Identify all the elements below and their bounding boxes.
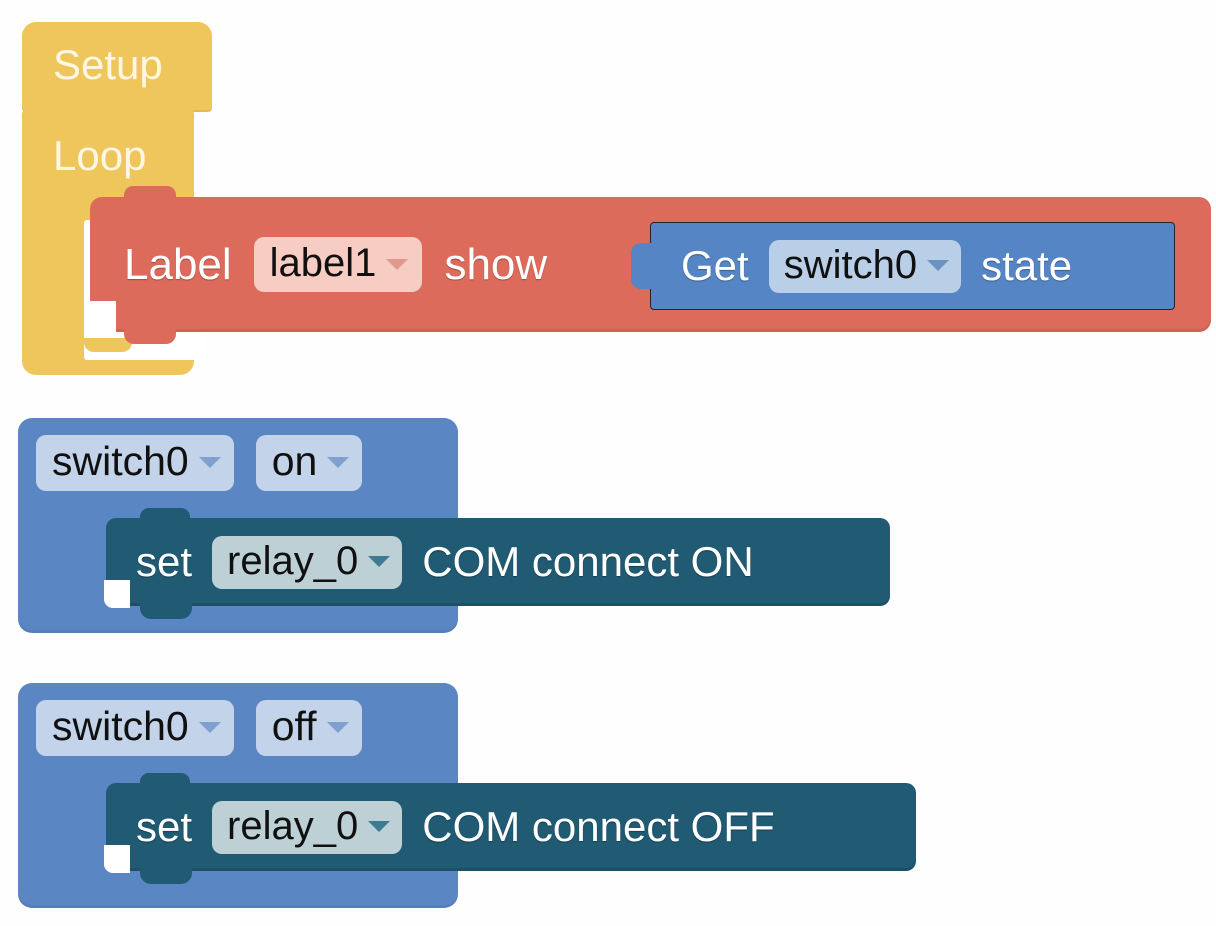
chevron-down-icon [326, 722, 349, 733]
set-relay-on-block[interactable]: set relay_0 COM connect ON [104, 508, 890, 619]
get-state-suffix-text: state [981, 242, 1073, 289]
loop-block-label: Loop [53, 132, 147, 179]
switch-on-state-dropdown[interactable]: on [255, 435, 363, 491]
switch-off-event-block[interactable]: switch0 off set relay_0 COM connect OFF [18, 683, 916, 908]
switch-on-header-row: switch0 on [36, 435, 363, 491]
get-state-left-plug [631, 243, 653, 289]
set-relay-on-target-dropdown[interactable]: relay_0 [212, 535, 403, 589]
switch-on-target-dropdown[interactable]: switch0 [36, 435, 234, 491]
set-relay-on-top-notch [140, 508, 190, 521]
label-block-row: Label label1 show [124, 197, 547, 332]
label-name-dropdown-value: label1 [269, 241, 377, 285]
chevron-down-icon [198, 722, 221, 733]
switch-off-state-dropdown-value: off [271, 703, 317, 749]
setup-block[interactable]: Setup [22, 22, 212, 112]
switch-off-header-row: switch0 off [36, 700, 362, 756]
set-relay-off-suffix-text: COM connect OFF [422, 803, 775, 850]
switch-on-state-dropdown-value: on [271, 438, 318, 484]
label-name-dropdown[interactable]: label1 [253, 237, 423, 292]
chevron-down-icon [327, 457, 350, 468]
switch-on-event-block[interactable]: switch0 on set relay_0 COM connect ON [18, 418, 890, 633]
set-relay-on-bottom-notch [140, 603, 192, 619]
set-relay-off-block[interactable]: set relay_0 COM connect OFF [104, 773, 916, 884]
set-relay-off-target-dropdown[interactable]: relay_0 [212, 800, 403, 854]
set-relay-off-target-dropdown-value: relay_0 [227, 803, 359, 848]
set-relay-off-left-bite [104, 845, 130, 873]
loop-inner-notch [84, 338, 132, 352]
label-block-bottom-notch [124, 328, 176, 344]
setup-block-label: Setup [53, 41, 163, 88]
set-relay-on-left-bite [104, 580, 130, 608]
set-relay-on-suffix-text: COM connect ON [422, 538, 754, 585]
chevron-down-icon [198, 457, 221, 468]
chevron-down-icon [386, 258, 409, 270]
set-relay-on-target-dropdown-value: relay_0 [227, 538, 359, 583]
switch-off-target-dropdown[interactable]: switch0 [36, 700, 234, 756]
set-relay-on-prefix-text: set [136, 538, 193, 585]
chevron-down-icon [368, 821, 391, 832]
switch-off-target-dropdown-value: switch0 [52, 703, 189, 749]
label-block-left-bite [88, 301, 116, 335]
get-state-block[interactable]: Get switch0 state [631, 222, 1175, 310]
label-block-top-notch [124, 186, 176, 200]
chevron-down-icon [927, 260, 950, 271]
get-state-target-dropdown[interactable]: switch0 [768, 239, 962, 293]
chevron-down-icon [368, 556, 391, 567]
get-state-target-dropdown-value: switch0 [783, 242, 918, 287]
set-relay-off-prefix-text: set [136, 803, 193, 850]
switch-off-state-dropdown[interactable]: off [255, 700, 362, 756]
label-block-suffix-text: show [444, 239, 548, 289]
get-state-prefix-text: Get [681, 242, 749, 289]
set-relay-off-bottom-notch [140, 868, 192, 884]
set-relay-off-top-notch [140, 773, 190, 786]
switch-on-target-dropdown-value: switch0 [52, 438, 189, 484]
label-block-prefix-text: Label [124, 239, 232, 289]
